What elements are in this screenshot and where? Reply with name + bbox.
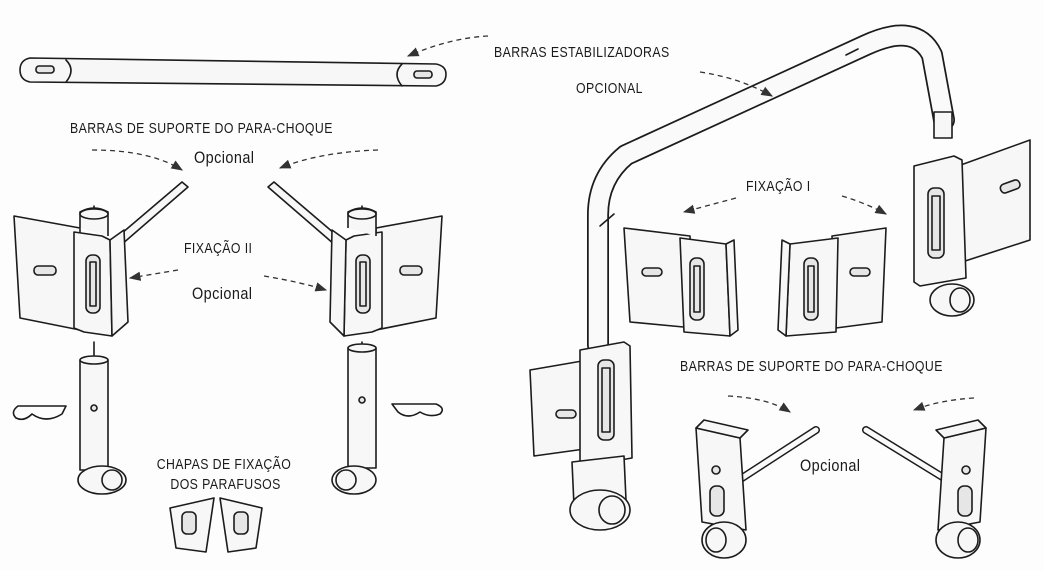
stabilizer-curved-tube — [587, 24, 955, 356]
left-bumper-bracket — [13, 181, 189, 337]
center-tube-assembly — [331, 341, 444, 495]
fixing-plates-label-line2: DOS PARAFUSOS — [170, 476, 281, 493]
dashed-arrows — [91, 35, 975, 413]
optional-mid-left-label: Opcional — [192, 284, 253, 303]
stabilizer-flat-bar — [19, 57, 447, 87]
top-right-bracket — [913, 139, 1031, 317]
bottom-center-bracket — [529, 341, 633, 531]
bottom-right-bracket-left — [695, 419, 820, 559]
fixing-one-bracket-left — [623, 227, 739, 337]
screw-fixing-plates — [169, 497, 263, 553]
optional-top-left-label: Opcional — [194, 148, 255, 167]
stabilizer-bars-label: BARRAS ESTABILIZADORAS — [494, 44, 670, 61]
fixing-plates-label-line1: CHAPAS DE FIXAÇÃO — [156, 456, 292, 473]
bumper-support-left-label: BARRAS DE SUPORTE DO PARA-CHOQUE — [70, 120, 333, 137]
fixing-one-bracket-right — [777, 227, 887, 337]
optional-right-label: Opcional — [800, 456, 861, 475]
left-tube-assembly — [12, 341, 127, 495]
bumper-support-right-label: BARRAS DE SUPORTE DO PARA-CHOQUE — [680, 358, 943, 375]
bottom-right-bracket-right — [862, 419, 987, 559]
fixing-one-label: FIXAÇÃO I — [746, 178, 811, 195]
stabilizer-optional-label: OPCIONAL — [576, 80, 643, 97]
fixing-two-label: FIXAÇÃO II — [184, 240, 253, 257]
center-bumper-bracket — [267, 181, 443, 337]
